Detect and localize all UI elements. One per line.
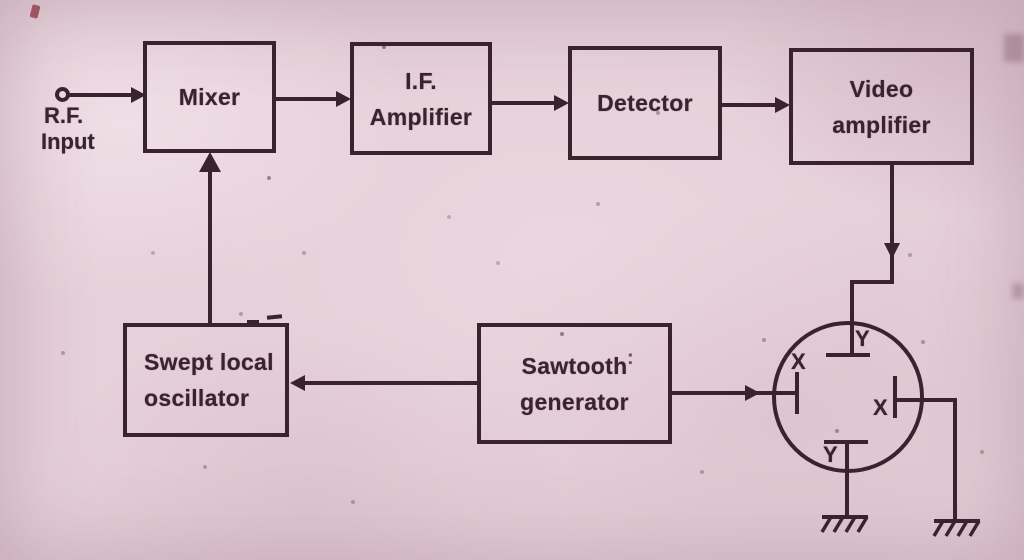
arrowhead-right-icon <box>131 87 146 103</box>
wire-if-amplifier-to-detector <box>490 101 556 105</box>
crt-right-plate-label: X <box>873 395 888 420</box>
arrowhead-up-icon <box>199 152 221 172</box>
crt-left-plate-label: X <box>791 349 806 374</box>
rf-input-terminal-icon <box>55 87 70 102</box>
scan-red-mark <box>29 4 41 19</box>
crt-top-plate-label: Y <box>855 326 870 351</box>
wire-oscillator-to-mixer <box>208 170 212 323</box>
block-detector: Detector <box>568 46 722 160</box>
arrowhead-right-icon <box>775 97 790 113</box>
rf-input-label-line2: Input <box>41 129 95 154</box>
wire-sawtooth-to-crt <box>672 391 795 395</box>
block-sawtooth-generator-label-line2: generator <box>520 388 629 415</box>
block-video-amplifier: Video amplifier <box>789 48 974 165</box>
block-swept-local-oscillator-label-line1: Swept local <box>144 349 274 375</box>
stray-dash-mark <box>247 320 259 324</box>
wire-rf-to-mixer <box>69 93 133 97</box>
wire-right-plate-to-ground <box>953 398 957 521</box>
wire-jog-vertical <box>850 280 854 357</box>
wire-bottom-plate-to-ground <box>845 444 849 517</box>
wire-right-plate-to-ground <box>897 398 955 402</box>
crt-left-deflection-plate <box>795 372 799 414</box>
arrowhead-right-icon <box>745 385 760 401</box>
wire-detector-to-video-amplifier <box>720 103 777 107</box>
scan-specks <box>0 0 2 2</box>
crt-top-deflection-plate <box>826 353 870 357</box>
crt-bottom-plate-label: Y <box>823 442 838 467</box>
crt-right-deflection-plate <box>893 376 897 418</box>
arrowhead-down-icon <box>884 243 900 259</box>
block-mixer: Mixer <box>143 41 276 153</box>
block-sawtooth-generator: Sawtooth generator <box>477 323 672 444</box>
arrowhead-left-icon <box>290 375 305 391</box>
wire-sawtooth-to-oscillator <box>303 381 477 385</box>
scan-smudge <box>1004 34 1024 62</box>
block-swept-local-oscillator-label-line2: oscillator <box>144 385 250 411</box>
crt-bottom-deflection-plate <box>824 440 868 444</box>
wire-jog-horizontal <box>850 280 894 284</box>
block-mixer-label: Mixer <box>178 84 241 110</box>
block-sawtooth-generator-label-line1: Sawtooth <box>521 352 628 379</box>
ground-symbol-icon <box>931 517 983 544</box>
block-if-amplifier-label-line2: Amplifier <box>369 103 473 130</box>
arrowhead-right-icon <box>554 95 569 111</box>
rf-input-label-line1: R.F. <box>44 103 84 128</box>
wire-video-amplifier-down <box>890 163 894 282</box>
block-swept-local-oscillator: Swept local oscillator <box>123 323 289 437</box>
arrowhead-right-icon <box>336 91 351 107</box>
ground-symbol-icon <box>819 513 871 540</box>
block-if-amplifier: I.F. Amplifier <box>350 42 492 155</box>
block-video-amplifier-label-line1: Video <box>849 75 914 102</box>
stray-colon-mark: : <box>627 347 634 369</box>
stray-dash-mark <box>266 314 283 320</box>
block-detector-label: Detector <box>597 90 693 116</box>
scan-smudge <box>1012 283 1024 299</box>
block-video-amplifier-label-line2: amplifier <box>832 111 931 138</box>
block-if-amplifier-label-line1: I.F. <box>405 67 437 94</box>
wire-mixer-to-if-amplifier <box>274 97 338 101</box>
